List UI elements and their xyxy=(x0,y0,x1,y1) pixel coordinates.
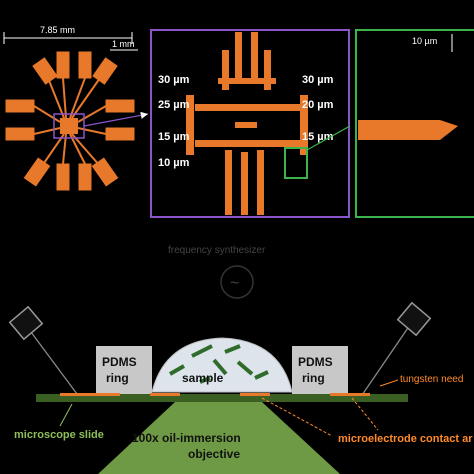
left-gap-label-2: 25 µm xyxy=(158,99,190,111)
pdms-ring-left xyxy=(96,346,152,394)
sample-particles xyxy=(169,344,269,384)
needle-leader xyxy=(379,379,399,387)
slide-top-contacts-mid2 xyxy=(240,393,270,396)
pdms-left-line2: ring xyxy=(106,371,129,385)
left-wire xyxy=(27,327,81,399)
right-gap-label-1: 30 µm xyxy=(302,74,334,86)
slide-label: microscope slide xyxy=(14,429,104,441)
left-gap-label-4: 10 µm xyxy=(158,157,190,169)
objective-line2: objective xyxy=(188,447,240,461)
electrode-tip xyxy=(358,120,458,140)
detail-electrodes xyxy=(186,32,308,215)
pdms-ring-right xyxy=(292,346,348,394)
setup-diagram: frequency synthesizer ~ tungsten need sa… xyxy=(8,245,473,474)
slide-top-contacts-left xyxy=(60,393,120,396)
contact-label: microelectrode contact ar xyxy=(338,433,473,445)
left-gap-label-3: 15 µm xyxy=(158,131,190,143)
objective-line1: 100x oil-immersion xyxy=(132,431,241,445)
chip-center-region xyxy=(60,118,78,134)
contact-leader-2 xyxy=(351,397,379,431)
pdms-right-line1: PDMS xyxy=(298,355,333,369)
synth-label: frequency synthesizer xyxy=(168,245,266,256)
electrode-detail-panel: 30 µm 25 µm 15 µm 10 µm 30 µm 20 µm 15 µ… xyxy=(150,29,351,218)
tip-zoom-outline xyxy=(284,147,308,179)
chip-layout: 7.85 mm 1 mm xyxy=(3,25,149,191)
right-gap-label-2: 20 µm xyxy=(302,99,334,111)
right-needle-holder xyxy=(396,301,432,337)
slide-top-contacts-right xyxy=(330,393,370,396)
pdms-right-line2: ring xyxy=(302,371,325,385)
synth-symbol: ~ xyxy=(230,275,239,292)
tip-closeup-panel: 10 µm xyxy=(355,29,474,218)
synth-symbol-circle xyxy=(220,265,254,299)
contact-leader-1 xyxy=(261,397,333,437)
right-wire xyxy=(359,321,413,399)
zoom-arrow-a-to-b xyxy=(83,111,149,127)
slide-top-contacts-mid xyxy=(150,393,180,396)
closeup-scale-label: 10 µm xyxy=(412,36,437,46)
right-gap-label-3: 15 µm xyxy=(302,131,334,143)
chip-width-label: 7.85 mm xyxy=(40,25,75,35)
microscope-slide xyxy=(36,394,408,402)
inset-width-label: 1 mm xyxy=(112,39,135,49)
objective-lens xyxy=(98,402,340,474)
sample-label: sample xyxy=(182,371,224,385)
left-gap-label-1: 30 µm xyxy=(158,74,190,86)
slide-leader xyxy=(59,403,73,427)
needle-label: tungsten need xyxy=(400,374,463,385)
electrode-leads xyxy=(33,77,107,167)
zoom-arrow-b-to-c xyxy=(306,125,351,151)
pdms-left-line1: PDMS xyxy=(102,355,137,369)
left-needle-holder xyxy=(8,305,44,341)
electrode-pads xyxy=(5,51,135,191)
